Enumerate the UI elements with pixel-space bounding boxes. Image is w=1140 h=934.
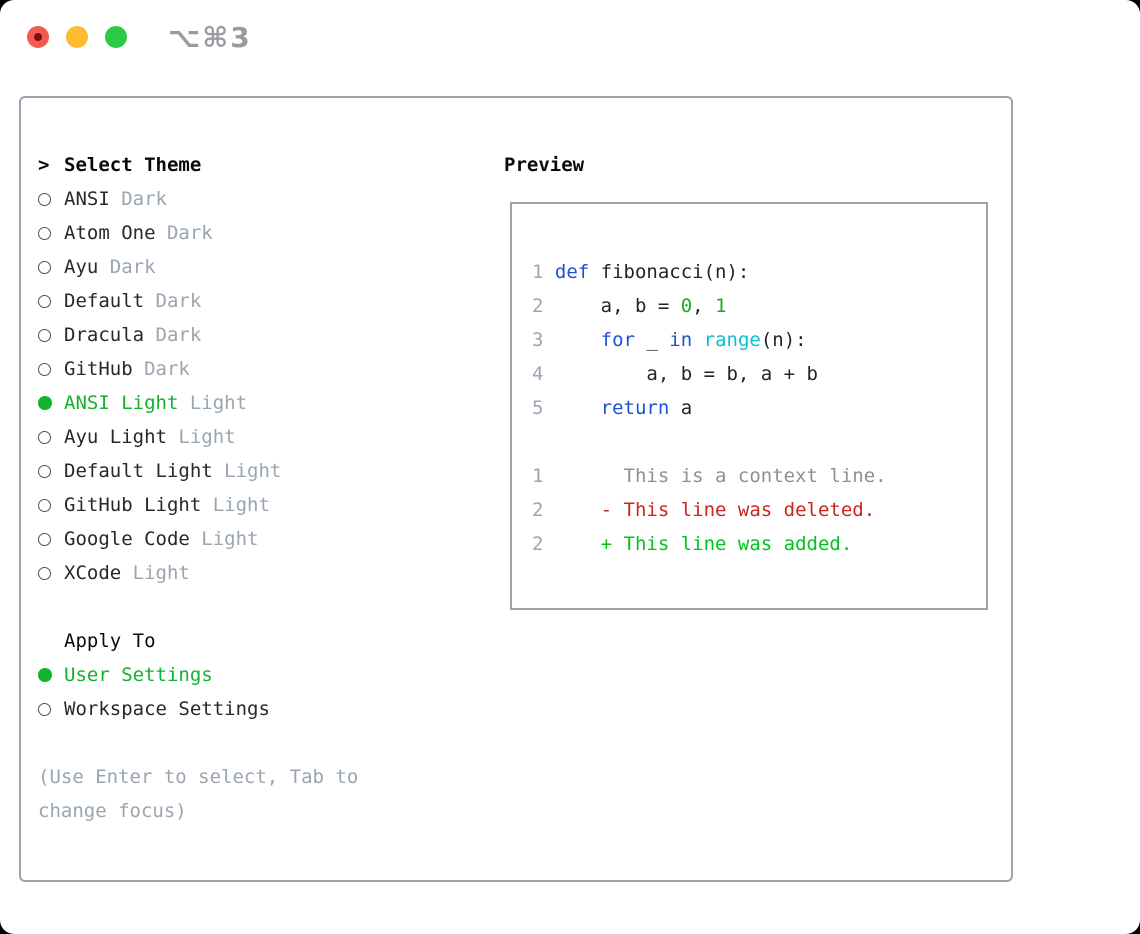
code-line: 3 for _ in range(n): bbox=[532, 329, 807, 351]
apply-to-title: Apply To bbox=[64, 630, 156, 652]
radio-selected-icon bbox=[38, 668, 52, 682]
code-line: 2 a, b = 0, 1 bbox=[532, 295, 727, 317]
apply-to-header-row: Apply To bbox=[38, 624, 478, 658]
theme-option-label: Ayu Dark bbox=[64, 256, 156, 278]
titlebar: ⌥⌘3 bbox=[0, 0, 1140, 74]
radio-icon bbox=[38, 498, 51, 512]
theme-option-atom-one[interactable]: Atom One Dark bbox=[38, 216, 478, 250]
prompt-caret-icon: > bbox=[38, 154, 50, 176]
radio-icon bbox=[38, 260, 51, 274]
theme-option-label: GitHub Light Light bbox=[64, 494, 270, 516]
code-line: 2 + This line was added. bbox=[532, 533, 853, 555]
apply-option-label: User Settings bbox=[64, 664, 213, 686]
radio-icon bbox=[38, 566, 51, 580]
code-line: 5 return a bbox=[532, 397, 693, 419]
theme-option-label: ANSI Dark bbox=[64, 188, 167, 210]
close-button[interactable] bbox=[27, 26, 49, 48]
radio-icon bbox=[38, 226, 51, 240]
radio-selected-icon bbox=[38, 396, 52, 410]
theme-option-default-light[interactable]: Default Light Light bbox=[38, 454, 478, 488]
theme-option-label: GitHub Dark bbox=[64, 358, 190, 380]
radio-icon bbox=[38, 192, 51, 206]
theme-option-default[interactable]: Default Dark bbox=[38, 284, 478, 318]
theme-option-xcode[interactable]: XCode Light bbox=[38, 556, 478, 590]
code-line: 1 This is a context line. bbox=[532, 465, 887, 487]
radio-icon bbox=[38, 362, 51, 376]
select-theme-title: Select Theme bbox=[64, 154, 202, 176]
code-line: 4 a, b = b, a + b bbox=[532, 363, 818, 385]
theme-option-label: XCode Light bbox=[64, 562, 190, 584]
theme-option-google-code[interactable]: Google Code Light bbox=[38, 522, 478, 556]
code-line: 2 - This line was deleted. bbox=[532, 499, 876, 521]
radio-icon bbox=[38, 532, 51, 546]
select-theme-header-row: > Select Theme bbox=[38, 148, 478, 182]
zoom-button[interactable] bbox=[105, 26, 127, 48]
close-icon bbox=[34, 33, 42, 41]
spacer bbox=[38, 726, 478, 760]
code-line bbox=[532, 425, 887, 459]
theme-option-label: ANSI Light Light bbox=[64, 392, 248, 414]
theme-option-label: Google Code Light bbox=[64, 528, 259, 550]
window-title: ⌥⌘3 bbox=[168, 21, 252, 54]
theme-option-github[interactable]: GitHub Dark bbox=[38, 352, 478, 386]
apply-option-label: Workspace Settings bbox=[64, 698, 270, 720]
theme-option-label: Atom One Dark bbox=[64, 222, 213, 244]
theme-option-ayu-light[interactable]: Ayu Light Light bbox=[38, 420, 478, 454]
spacer bbox=[38, 590, 478, 624]
radio-icon bbox=[38, 294, 51, 308]
minimize-button[interactable] bbox=[66, 26, 88, 48]
preview-title: Preview bbox=[504, 154, 585, 176]
theme-option-dracula[interactable]: Dracula Dark bbox=[38, 318, 478, 352]
theme-option-ayu[interactable]: Ayu Dark bbox=[38, 250, 478, 284]
radio-icon bbox=[38, 464, 51, 478]
apply-option-workspace-settings[interactable]: Workspace Settings bbox=[38, 692, 478, 726]
theme-option-github-light[interactable]: GitHub Light Light bbox=[38, 488, 478, 522]
radio-icon bbox=[38, 328, 51, 342]
theme-option-ansi-light[interactable]: ANSI Light Light bbox=[38, 386, 478, 420]
theme-option-label: Default Light Light bbox=[64, 460, 282, 482]
theme-option-label: Default Dark bbox=[64, 290, 202, 312]
radio-icon bbox=[38, 430, 51, 444]
theme-option-ansi[interactable]: ANSI Dark bbox=[38, 182, 478, 216]
theme-option-label: Dracula Dark bbox=[64, 324, 202, 346]
apply-option-user-settings[interactable]: User Settings bbox=[38, 658, 478, 692]
radio-icon bbox=[38, 702, 51, 716]
theme-option-label: Ayu Light Light bbox=[64, 426, 236, 448]
